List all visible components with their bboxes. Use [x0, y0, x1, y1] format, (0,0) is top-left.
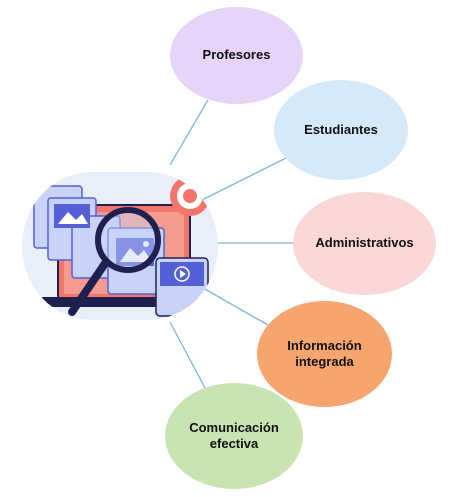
node-informacion-integrada: Información integrada [257, 301, 392, 407]
node-comunicacion-line-2: efectiva [209, 436, 259, 451]
video-player-icon [155, 257, 209, 317]
connector-comunicacion [169, 321, 206, 389]
node-profesores: Profesores [170, 7, 303, 104]
node-administrativos: Administrativos [293, 192, 436, 295]
node-administrativos-label: Administrativos [315, 235, 414, 251]
node-estudiantes: Estudiantes [274, 80, 408, 180]
image-icon [107, 227, 165, 295]
connector-lines [169, 99, 293, 389]
connector-estudiantes [195, 157, 287, 204]
node-informacion-line-1: Información [287, 337, 362, 353]
magnifier-icon [68, 207, 161, 316]
node-informacion-line-2: integrada [295, 354, 354, 369]
node-comunicacion-line-1: Comunicación [189, 419, 279, 435]
target-icon [170, 176, 210, 216]
connector-profesores [169, 99, 209, 166]
connector-informacion [202, 287, 269, 326]
node-comunicacion-efectiva: Comunicación efectiva [165, 383, 303, 489]
central-illustration [22, 172, 218, 320]
node-estudiantes-label: Estudiantes [304, 121, 378, 137]
node-profesores-label: Profesores [202, 47, 271, 63]
